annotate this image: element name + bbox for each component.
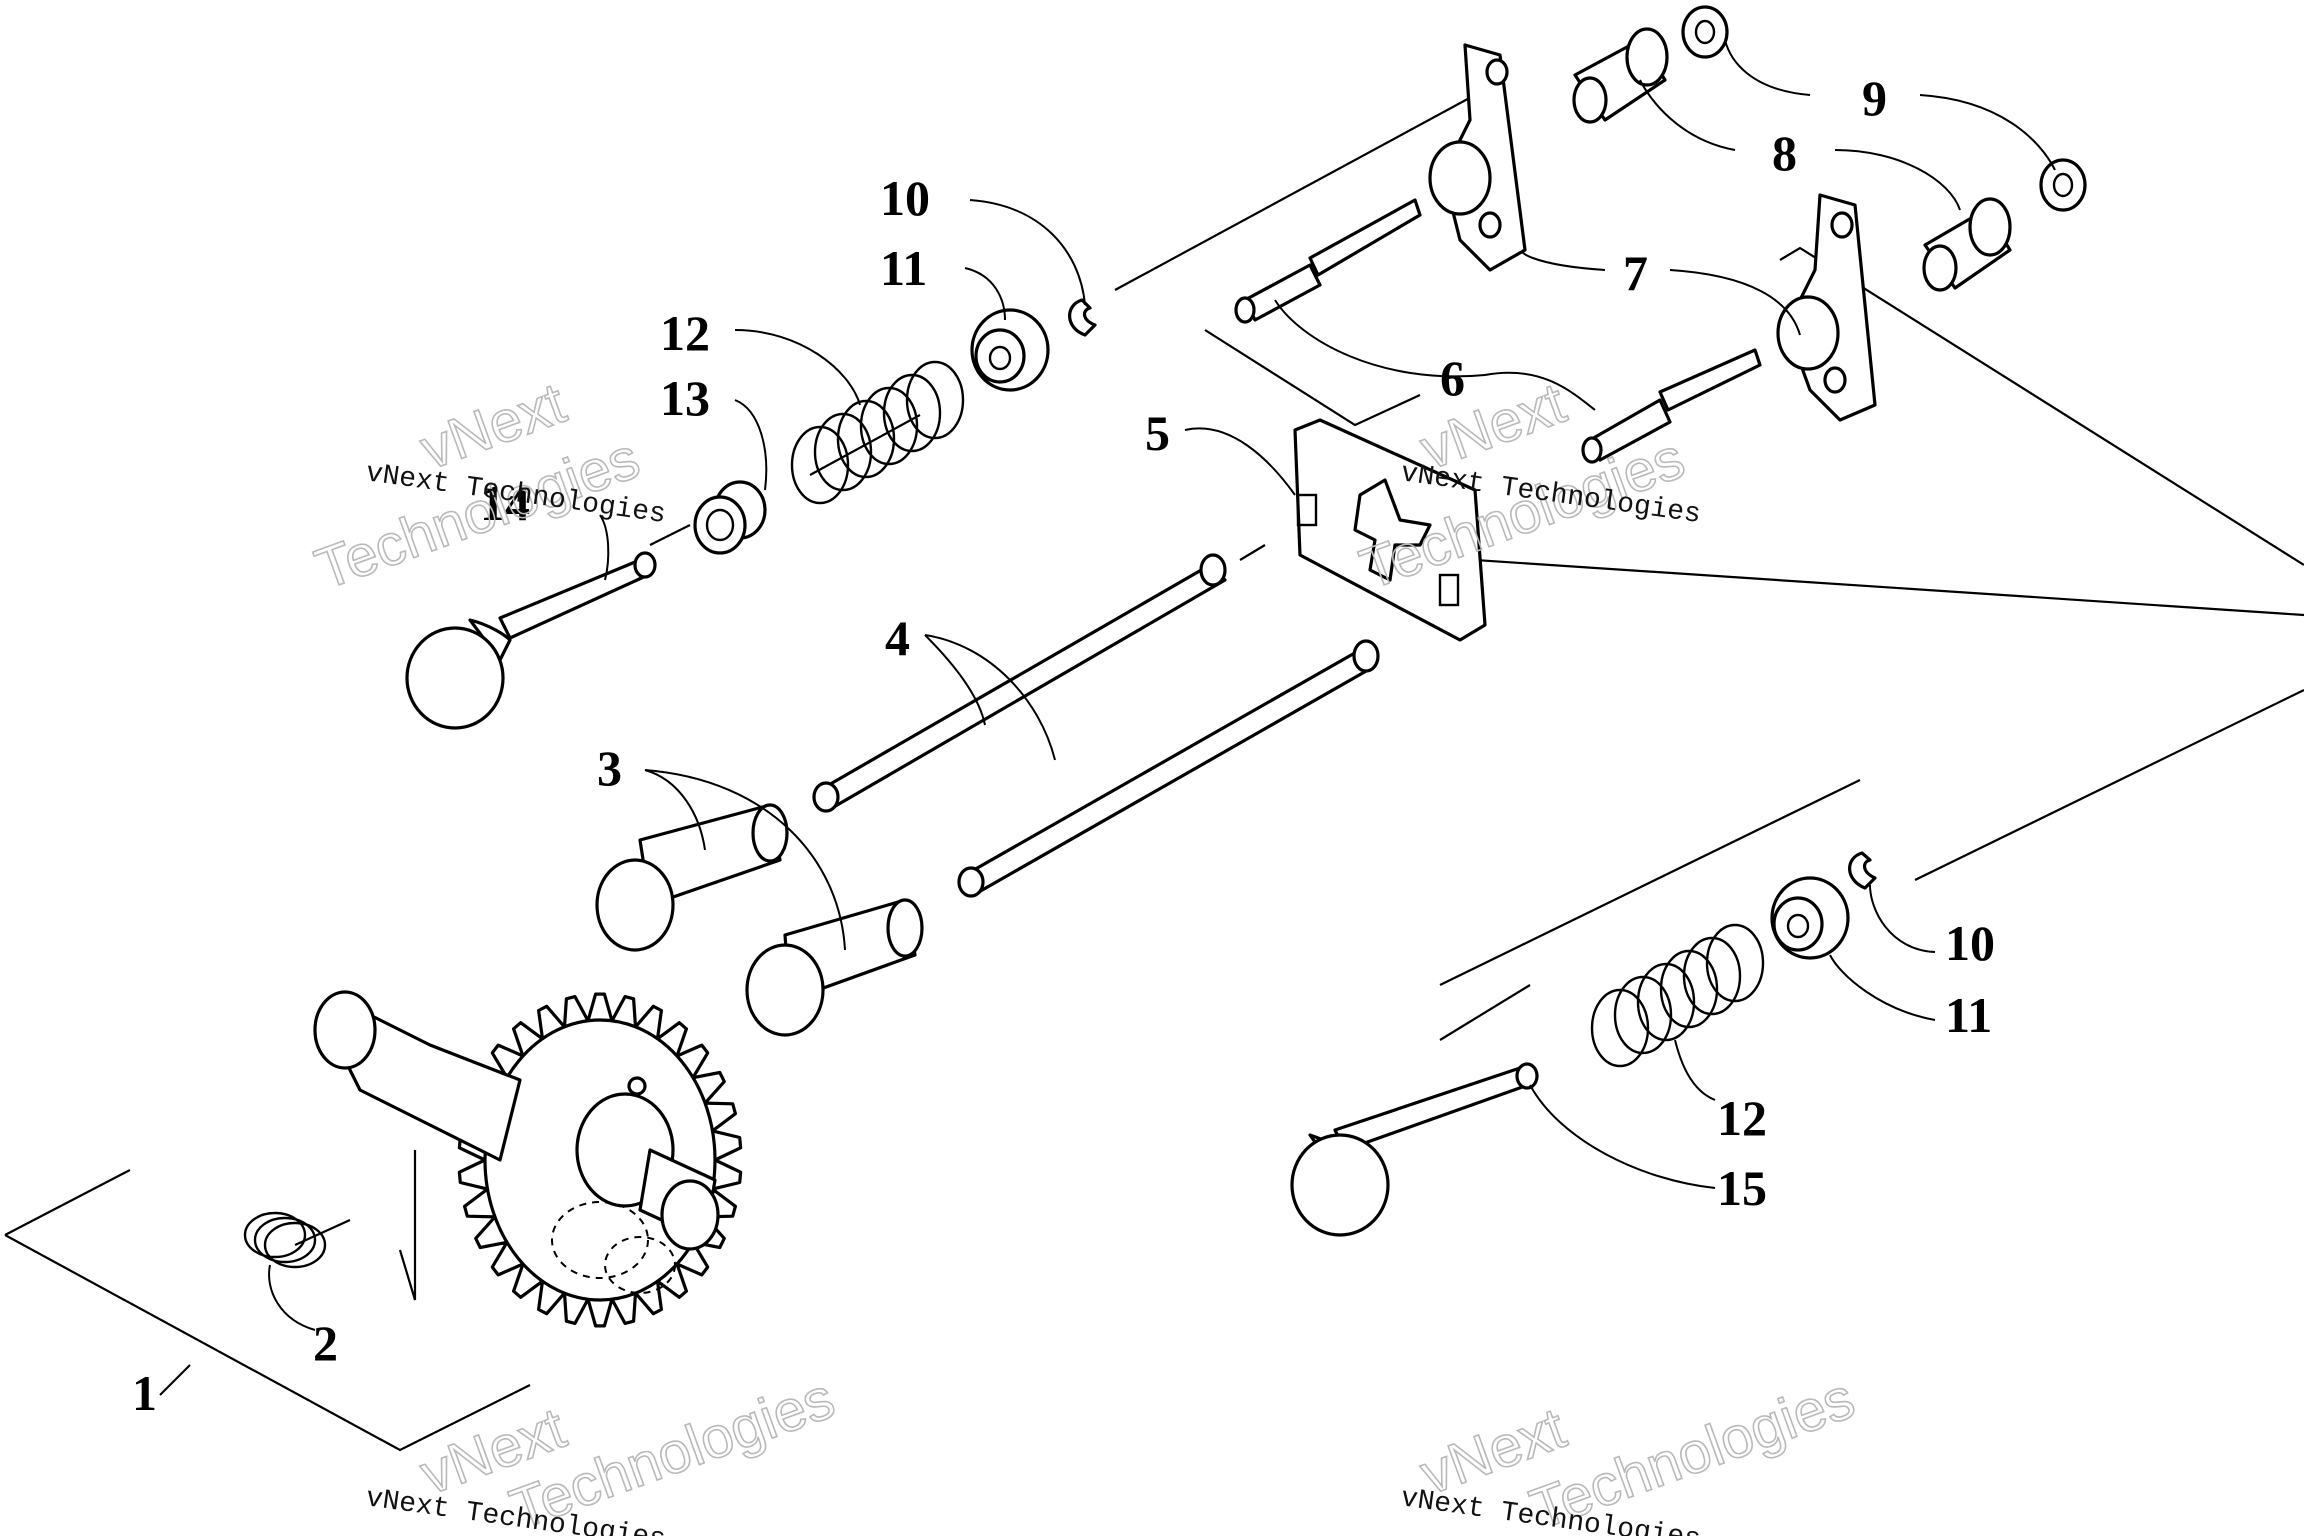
camshaft-gear [313,990,743,1328]
spring-pin [243,1211,327,1269]
watermarks: vNext Technologies vNext Technologies vN… [306,370,1864,1536]
tappet-upper [595,803,789,952]
valve-seal [693,480,767,555]
callout-2: 2 [313,1315,338,1371]
callout-11-lower: 11 [1945,987,1992,1043]
callout-9: 9 [1862,70,1887,126]
retainer-upper [970,308,1050,392]
callout-12-lower: 12 [1717,1090,1767,1146]
watermark-bottom-right: vNext Technologies vNext Technologies [1399,1365,1864,1536]
callout-14: 14 [480,475,530,531]
callout-15: 15 [1717,1160,1767,1216]
callout-labels: 1 2 3 4 5 6 7 8 9 10 11 12 13 14 10 11 1… [132,70,1995,1421]
callout-7: 7 [1623,245,1648,301]
push-rod-lower [957,639,1380,898]
rocker-stud-upper [1234,198,1422,324]
nut-upper [1681,5,1729,59]
callout-1: 1 [132,1365,157,1421]
adjuster-upper [1572,27,1669,124]
watermark-top-left: vNext Technologies vNext Technologies [306,370,667,603]
rocker-arm-upper [1428,43,1527,272]
callout-4: 4 [885,610,910,666]
callout-5: 5 [1145,405,1170,461]
push-rod-upper [812,553,1227,813]
callout-3: 3 [597,740,622,796]
guide-plate [1293,418,1487,642]
callout-13: 13 [660,370,710,426]
alignment-lines [4,94,2304,1452]
callout-10-upper: 10 [880,170,930,226]
spring-lower [1590,923,1765,1068]
nut-lower [2039,158,2087,212]
callout-10-lower: 10 [1945,915,1995,971]
rocker-stud-lower [1581,348,1762,464]
intake-valve [405,551,657,730]
keeper-upper [1068,298,1097,337]
callout-8: 8 [1772,125,1797,181]
tappet-lower [745,898,924,1037]
retainer-lower [1770,876,1850,960]
watermark-bottom-left: vNext Technologies vNext Technologies [364,1365,844,1536]
callout-6: 6 [1440,350,1465,406]
leader-lines [159,39,2056,1396]
keeper-lower [1848,851,1877,890]
callout-11-upper: 11 [880,240,927,296]
callout-12-upper: 12 [660,305,710,361]
spring-upper [790,360,965,505]
exhaust-valve [1290,1062,1539,1237]
rocker-arm-lower [1776,193,1877,422]
adjuster-lower [1922,197,2012,292]
